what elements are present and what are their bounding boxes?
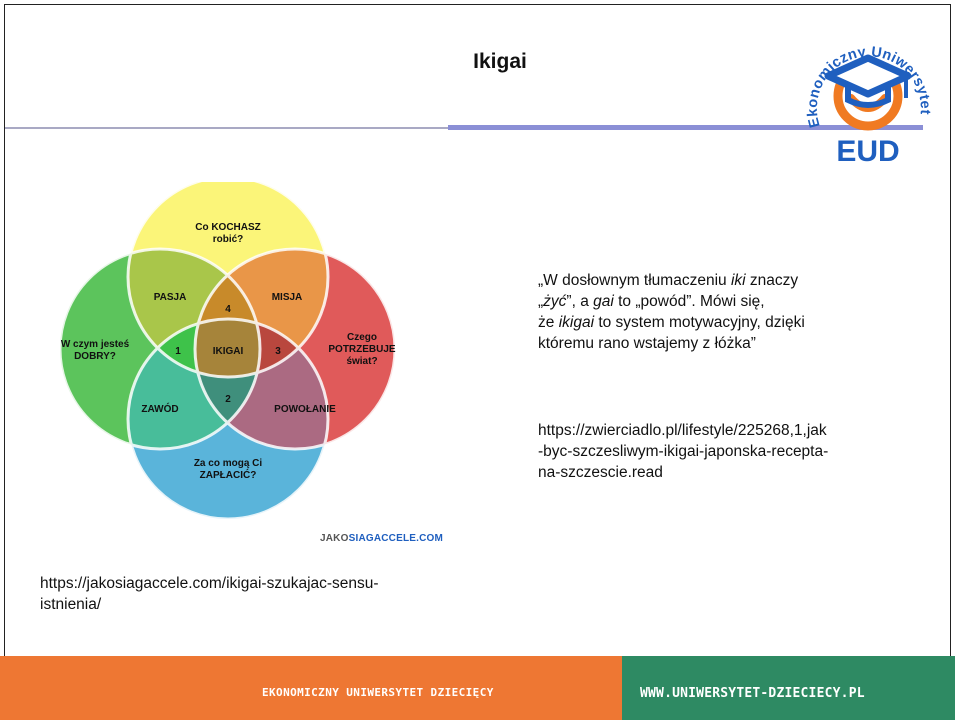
venn-source-credit: JAKOSIAGACCELE.COM: [320, 533, 443, 544]
venn-label-good-2: DOBRY?: [74, 351, 116, 362]
venn-label-needs-1: Czego: [347, 332, 377, 343]
venn-overlap-2: [195, 319, 260, 449]
footer-university-name: EKONOMICZNY UNIWERSYTET DZIECIĘCY: [262, 686, 494, 699]
quote-line-4: któremu rano wstajemy z łóżka”: [538, 335, 756, 352]
credit-prefix: JAKO: [320, 533, 349, 544]
venn-label-ikigai: IKIGAI: [213, 346, 244, 357]
venn-label-zawod: ZAWÓD: [141, 402, 178, 415]
logo-acronym: EUD: [836, 135, 899, 164]
link-line[interactable]: -byc-szczesliwym-ikigai-japonska-recepta…: [538, 443, 829, 460]
venn-label-needs-2: POTRZEBUJE: [328, 344, 396, 355]
footer-right-band: [622, 656, 955, 720]
venn-label-misja: MISJA: [272, 292, 303, 303]
link-line[interactable]: https://zwierciadlo.pl/lifestyle/225268,…: [538, 422, 827, 439]
venn-label-paid-1: Za co mogą Ci: [194, 458, 263, 469]
venn-label-love-2: robić?: [213, 234, 244, 245]
title-divider-right: [448, 125, 923, 130]
ikigai-quote: „W dosłownym tłumaczeniu iki znaczy „żyć…: [538, 270, 898, 354]
venn-number-2: 2: [225, 394, 231, 405]
venn-label-needs-3: świat?: [346, 356, 377, 367]
venn-label-pasja: PASJA: [154, 292, 187, 303]
venn-number-3: 3: [275, 346, 281, 357]
graduation-cap-icon: [824, 54, 912, 108]
source-link-jakosiagaccele[interactable]: https://jakosiagaccele.com/ikigai-szukaj…: [40, 573, 379, 615]
quote-line-2: „żyć”, a gai to „powód”. Mówi się,: [538, 293, 765, 310]
slide-title: Ikigai: [473, 50, 527, 73]
venn-label-powolanie: POWOŁANIE: [274, 404, 336, 415]
quote-line-3: że ikigai to system motywacyjny, dzięki: [538, 314, 805, 331]
link-line[interactable]: na-szczescie.read: [538, 464, 663, 481]
venn-number-1: 1: [175, 346, 181, 357]
ikigai-venn-diagram: Co KOCHASZ robić? W czym jesteś DOBRY? C…: [58, 182, 397, 521]
credit-suffix: .COM: [416, 533, 444, 544]
footer-website-link[interactable]: WWW.UNIWERSYTET-DZIECIECY.PL: [640, 686, 865, 701]
title-divider-left: [5, 127, 448, 129]
link-line[interactable]: https://jakosiagaccele.com/ikigai-szukaj…: [40, 575, 379, 592]
venn-label-paid-2: ZAPŁACIĆ?: [200, 468, 257, 481]
link-line[interactable]: istnienia/: [40, 596, 102, 613]
eud-logo: Ekonomiczny Uniwersytet Dziecięcy EUD: [798, 14, 933, 164]
source-link-zwierciadlo[interactable]: https://zwierciadlo.pl/lifestyle/225268,…: [538, 420, 828, 483]
credit-highlight: SIAGACCELE: [348, 533, 417, 544]
venn-label-good-1: W czym jesteś: [61, 339, 130, 350]
venn-label-love-1: Co KOCHASZ: [195, 222, 261, 233]
venn-number-4: 4: [225, 304, 231, 315]
quote-line-1: „W dosłownym tłumaczeniu iki znaczy: [538, 272, 799, 289]
venn-overlap-3: [195, 319, 328, 377]
footer-left-band: [0, 656, 622, 720]
